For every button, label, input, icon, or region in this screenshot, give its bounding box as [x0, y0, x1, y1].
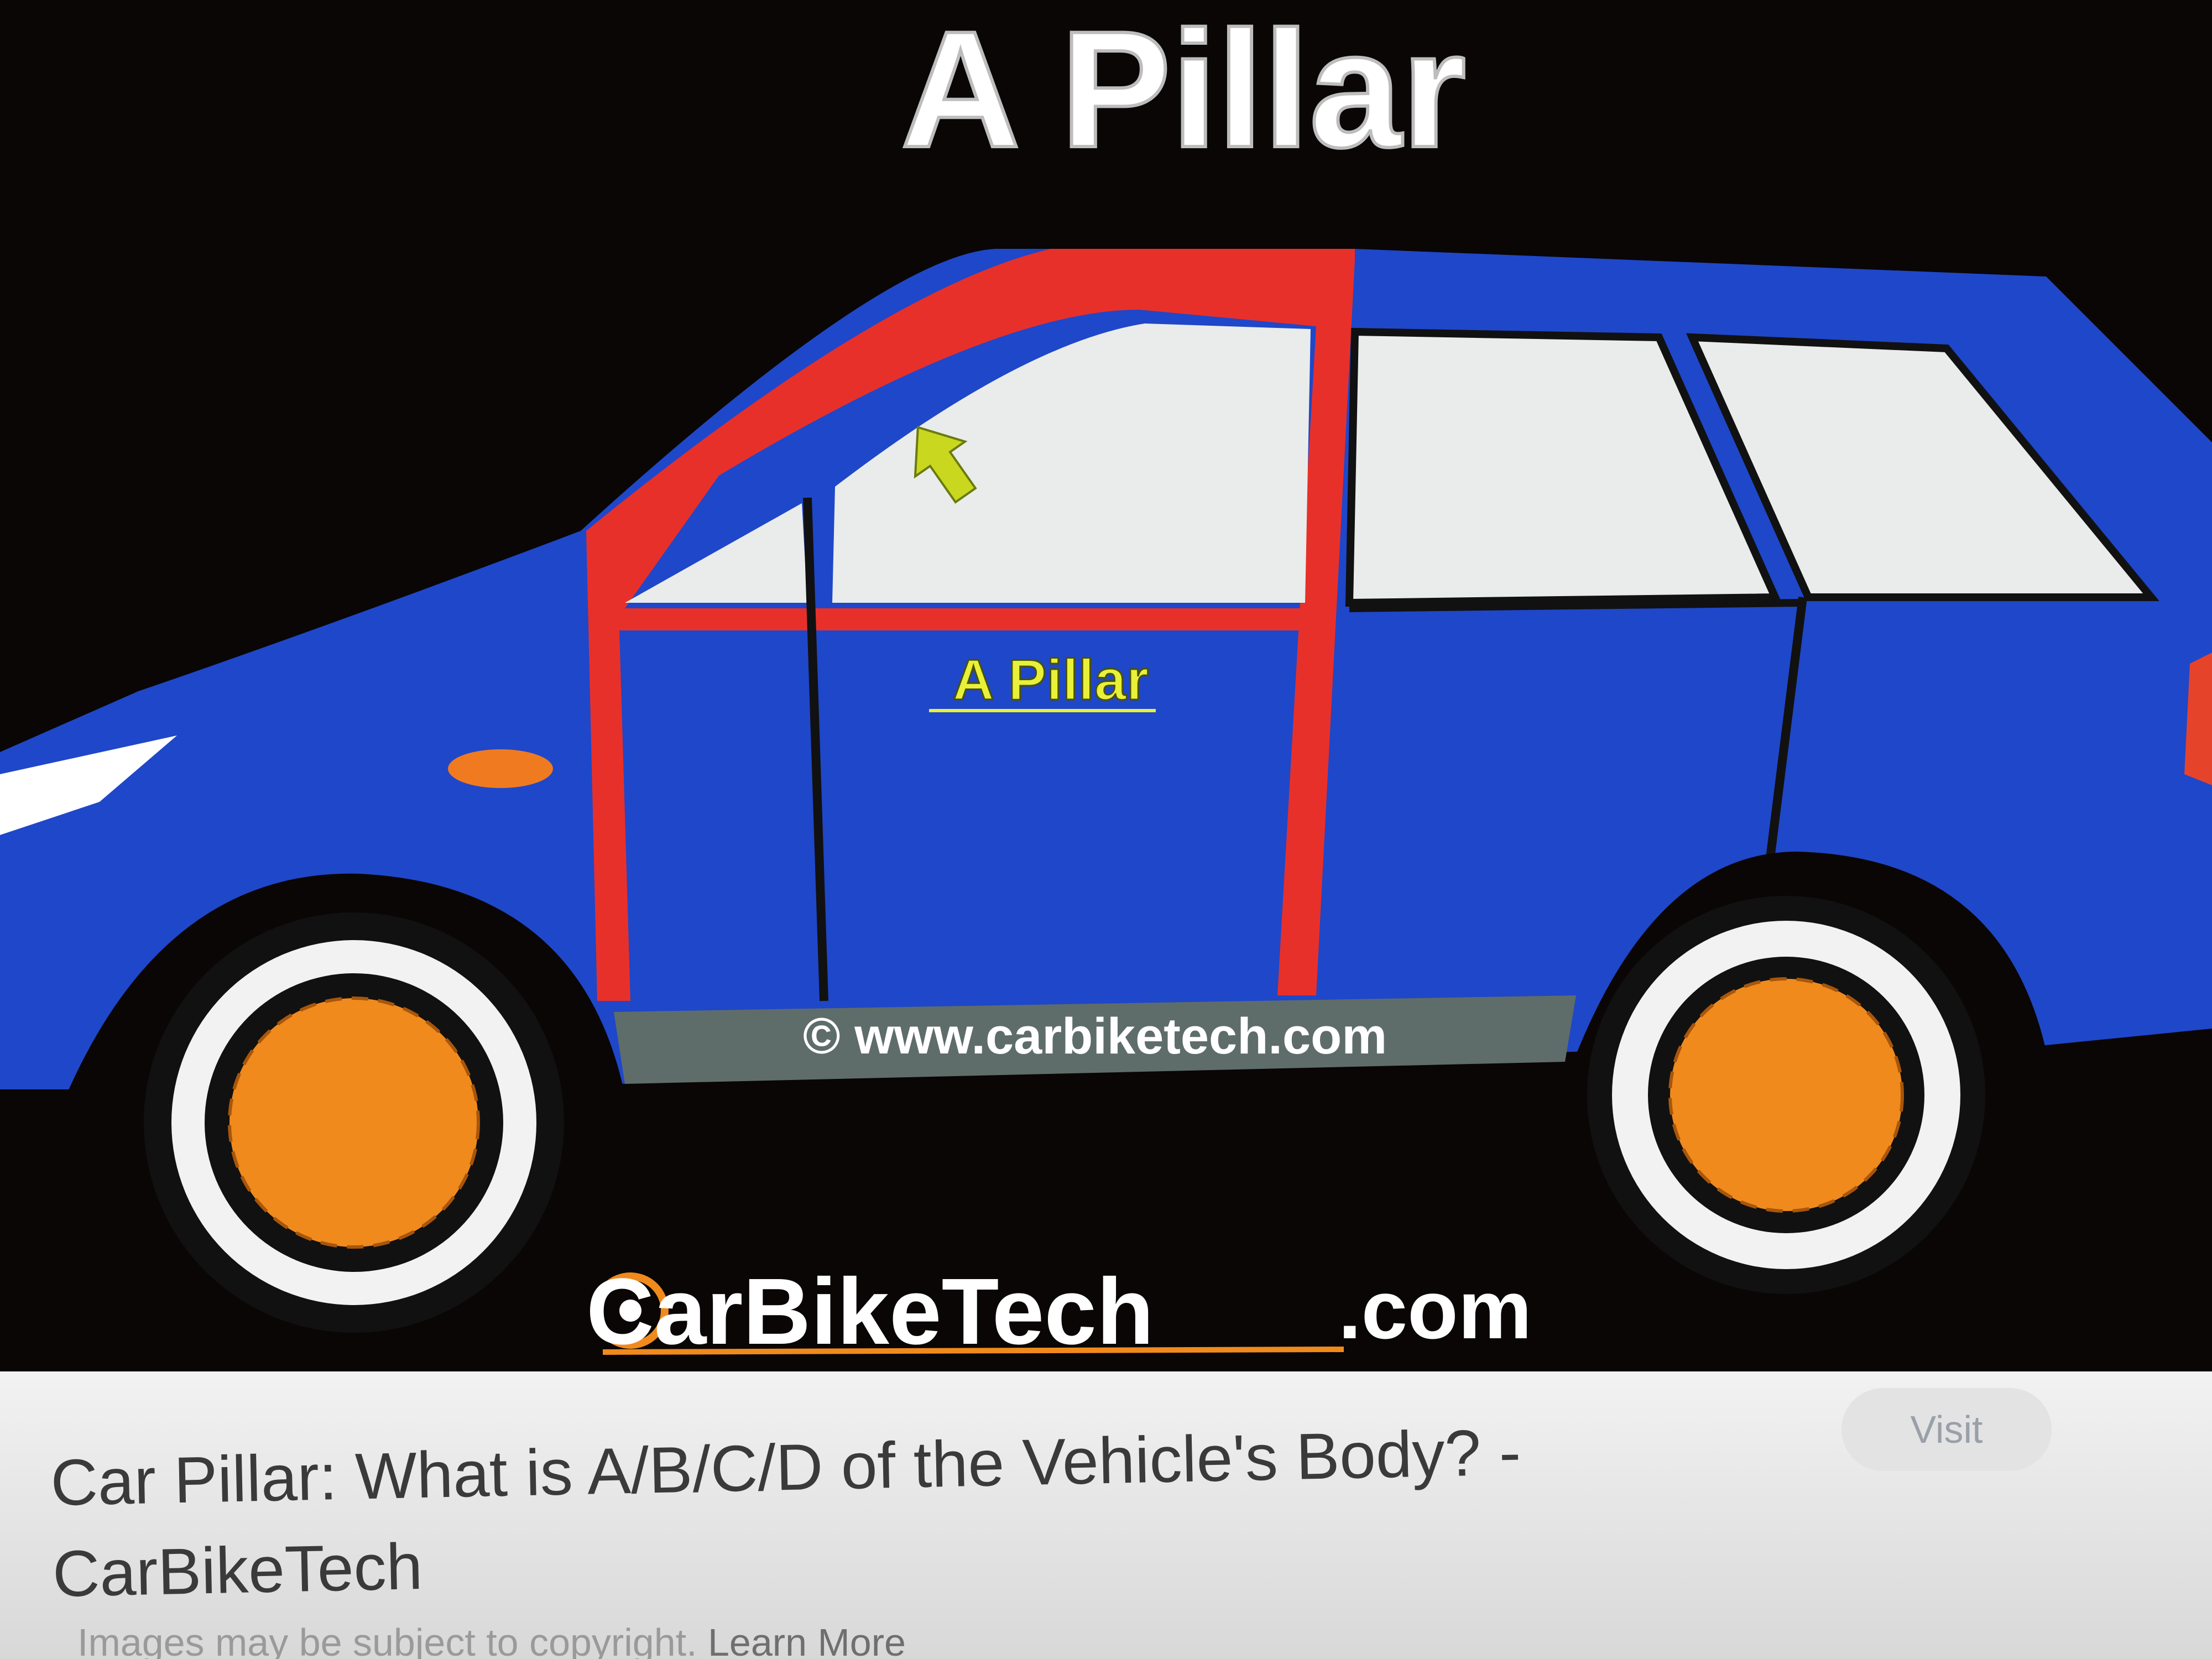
brand-name: CarBikeTech — [586, 1259, 1154, 1364]
side-indicator — [448, 749, 553, 788]
watermark-text: © www.carbiketech.com — [803, 1008, 1387, 1065]
a-pillar-frame — [586, 249, 1355, 1001]
result-info-panel: Car Pillar: What is A/B/C/D of the Vehic… — [0, 1371, 2212, 1659]
image-preview[interactable]: A Pillar A — [0, 0, 2212, 1371]
rear-door-seam — [1765, 597, 1807, 863]
car-pillar-illustration: A Pillar A — [0, 0, 2212, 1364]
front-wheel — [144, 912, 564, 1333]
pillar-label: A Pillar — [953, 648, 1149, 712]
headlight — [0, 735, 177, 835]
brand-suffix: .com — [1338, 1263, 1532, 1356]
result-title-link[interactable]: Car Pillar: What is A/B/C/D of the Vehic… — [50, 1403, 1712, 1620]
rear-wheel — [1587, 896, 1985, 1294]
front-door-seam — [803, 497, 828, 1001]
front-door-window — [832, 324, 1311, 603]
brand-logo: CarBikeTech .com — [586, 1259, 1532, 1364]
arrow-cursor-icon — [914, 426, 977, 504]
copyright-text: Images may be subject to copyright. — [77, 1621, 708, 1659]
rear-quarter-window — [1686, 333, 2159, 601]
image-title: A Pillar — [901, 0, 1467, 182]
b-pillar-seam — [1349, 599, 1803, 612]
front-quarter-window — [625, 503, 807, 603]
copyright-note: Images may be subject to copyright. Lear… — [77, 1620, 906, 1659]
rear-door-window — [1345, 327, 1781, 607]
tail-light — [2184, 653, 2212, 785]
rocker-panel — [614, 995, 1576, 1084]
learn-more-link[interactable]: Learn More — [708, 1621, 906, 1659]
visit-button[interactable]: Visit — [1841, 1388, 2052, 1471]
